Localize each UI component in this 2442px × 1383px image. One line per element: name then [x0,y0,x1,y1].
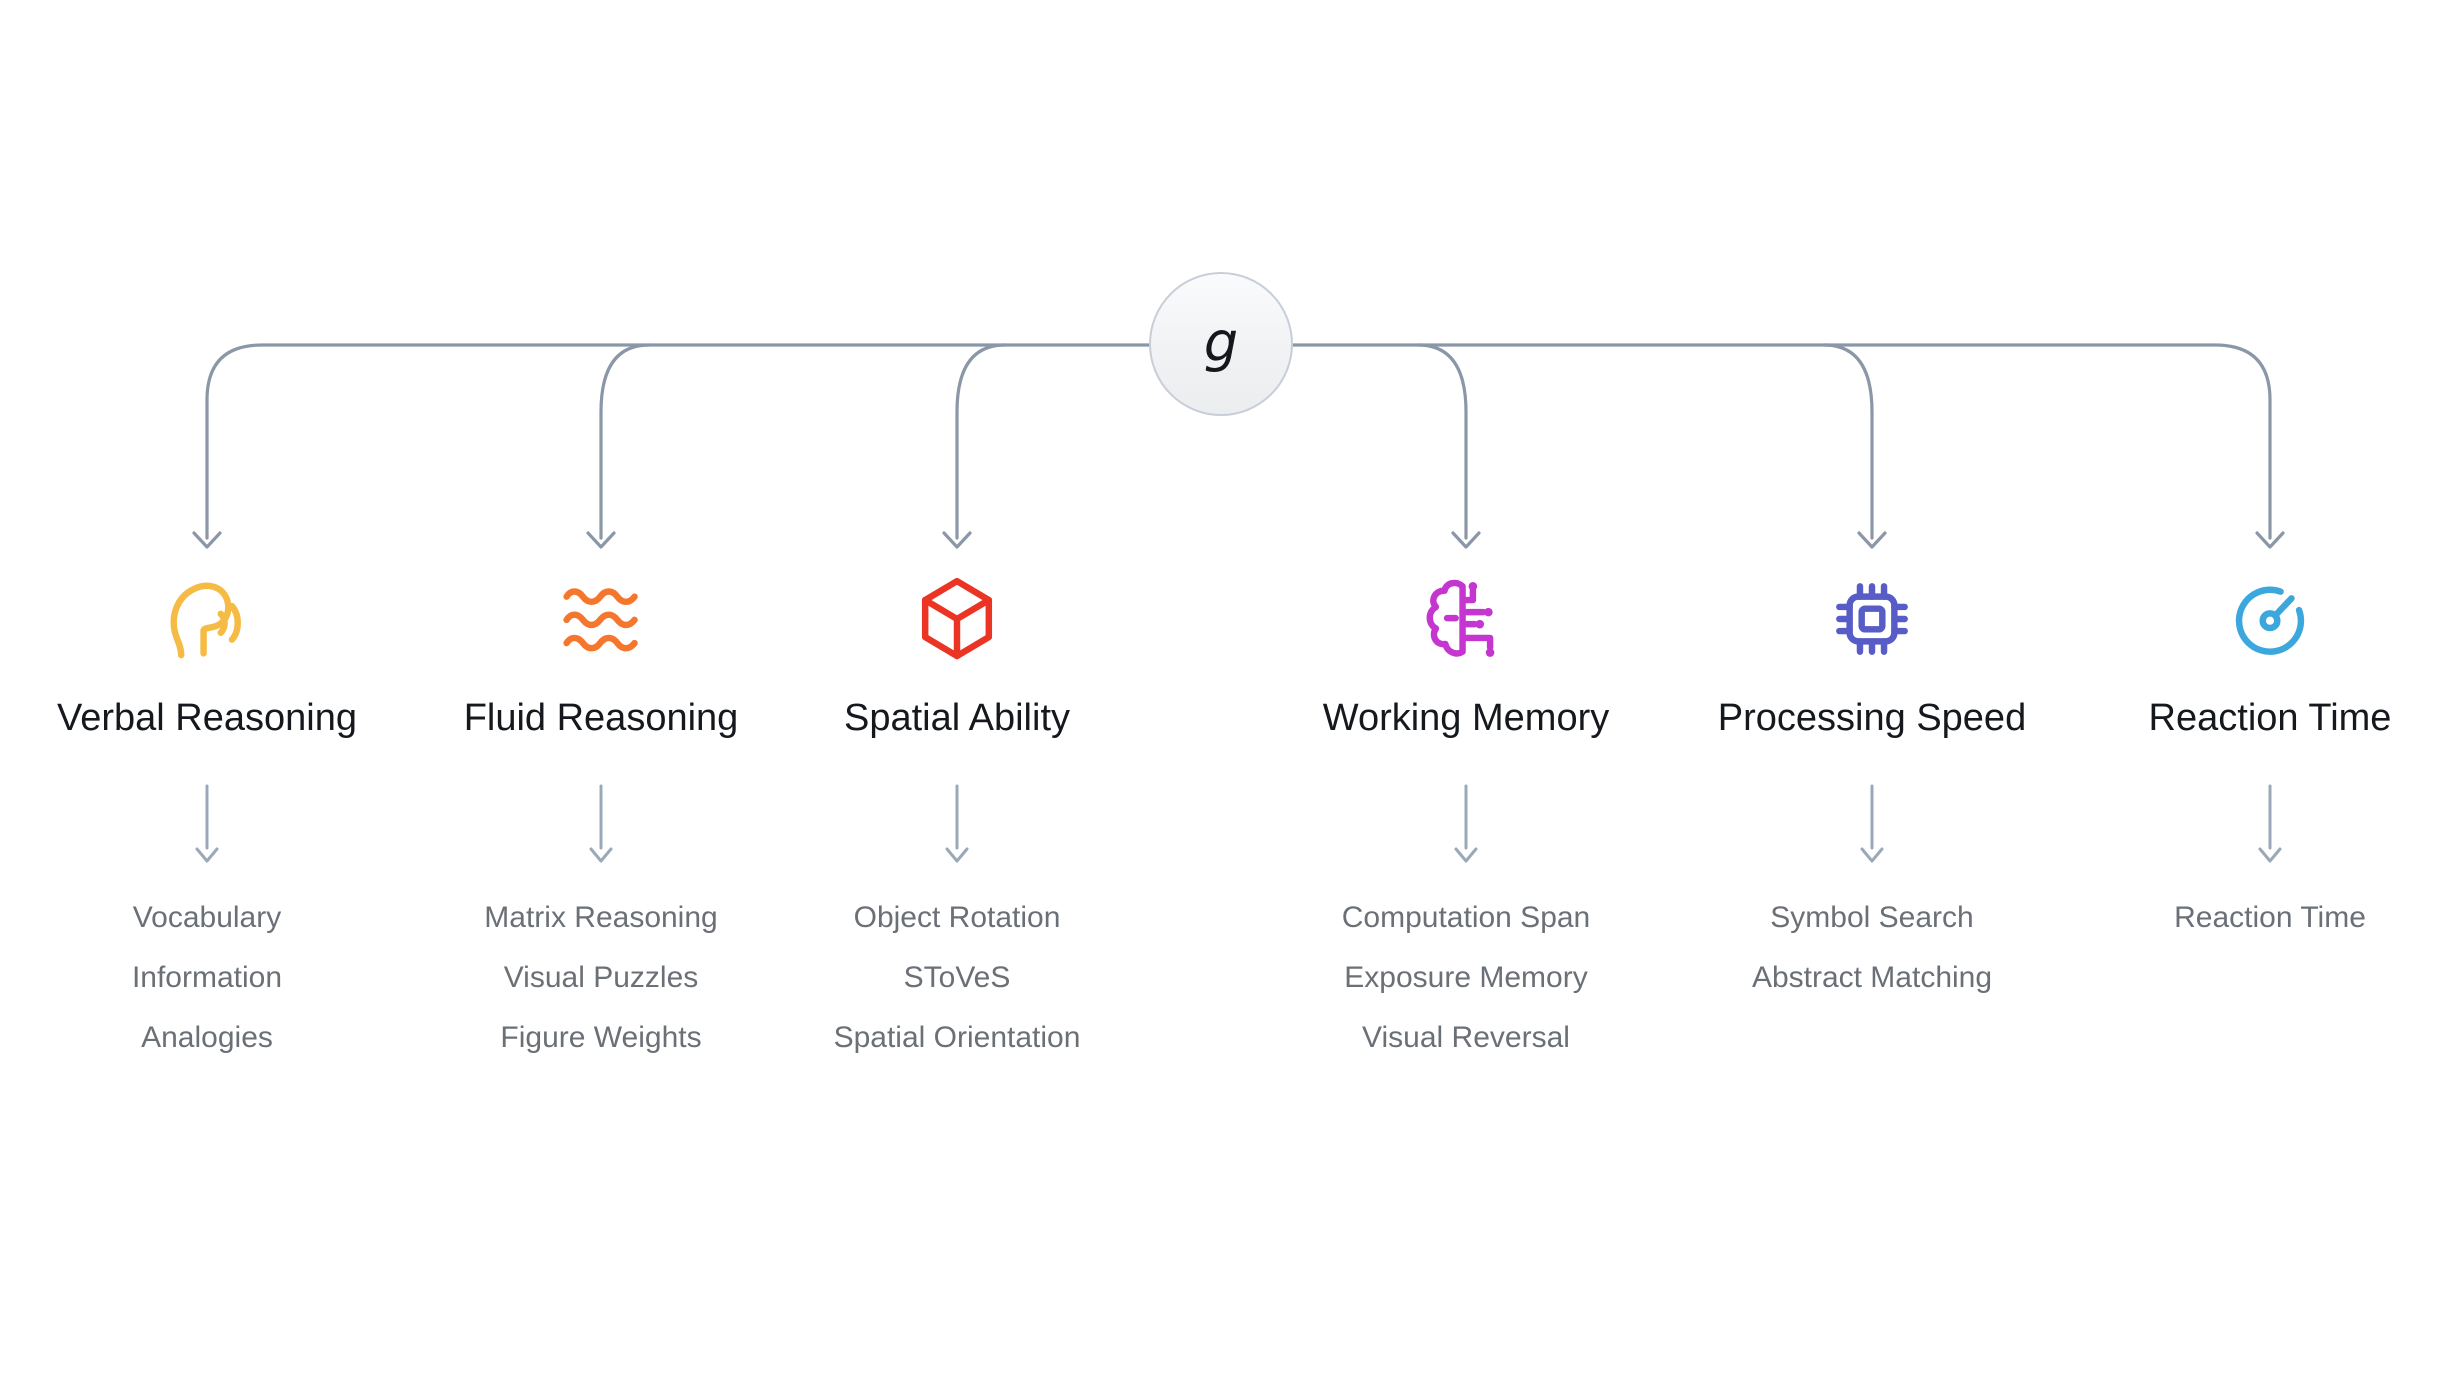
cube-icon [737,574,1177,664]
subtest-item: Spatial Orientation [833,1021,1081,1054]
subtest-item: SToVeS [903,961,1011,994]
subtest-item: Exposure Memory [1344,961,1588,994]
branch-label: Verbal Reasoning [57,697,357,739]
subtest-item: Visual Puzzles [503,961,699,994]
speaking-head-icon [0,574,427,664]
branch-label: Working Memory [1322,697,1610,739]
subtest-item: Figure Weights [500,1021,702,1054]
g-factor-label: g [1203,310,1239,374]
subtest-item: Computation Span [1341,901,1591,934]
subtest-item: Matrix Reasoning [484,901,718,934]
branch-label: Spatial Ability [843,697,1070,739]
subtest-item: Vocabulary [132,901,282,934]
subtest-item: Analogies [141,1021,273,1054]
subtest-list: Reaction Time [2050,888,2442,948]
subtest-item: Visual Reversal [1362,1021,1570,1054]
waves-icon [381,574,821,664]
subtest-item: Abstract Matching [1751,961,1993,994]
branch-label: Reaction Time [2148,697,2392,739]
g-factor-node: g [1149,272,1293,416]
subtest-item: Information [131,961,283,994]
brain-circuit-icon [1246,574,1686,664]
subtest-item: Object Rotation [853,901,1061,934]
subtest-item: Symbol Search [1770,901,1974,934]
subtest-item: Reaction Time [2174,901,2366,934]
cpu-chip-icon [1652,574,2092,664]
branch-label: Processing Speed [1717,697,2027,739]
branch-label: Fluid Reasoning [463,697,739,739]
gauge-icon [2050,574,2442,664]
